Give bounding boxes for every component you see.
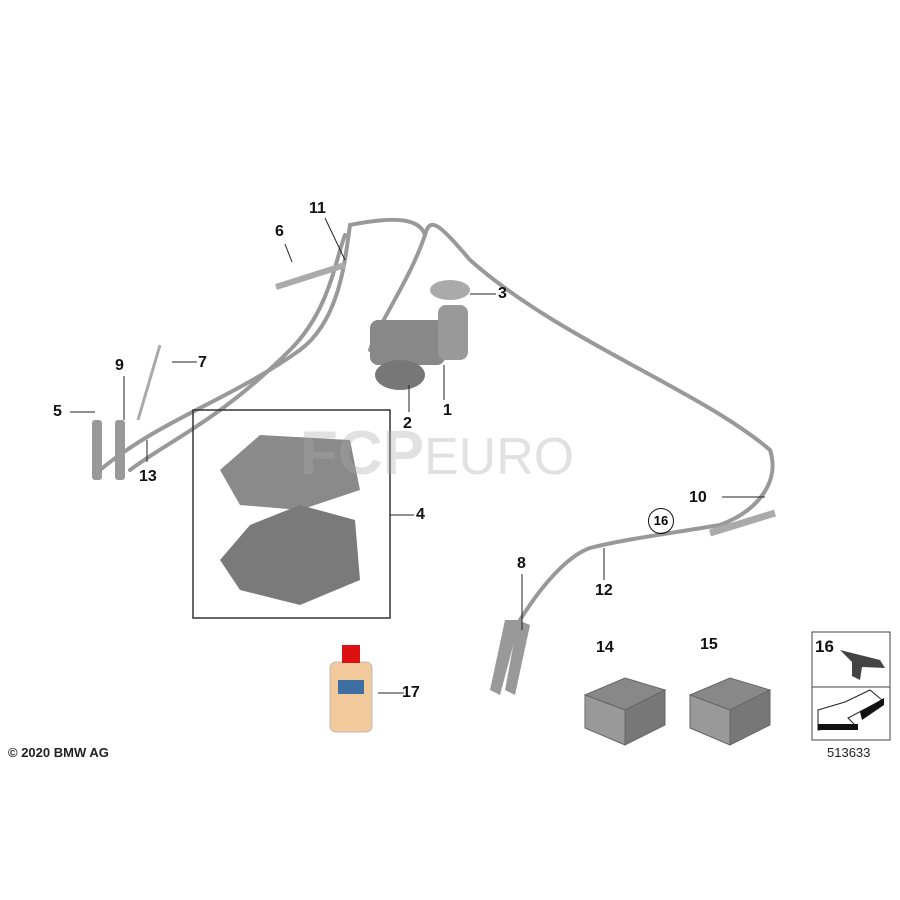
legend-label-16: 16	[815, 637, 834, 656]
part-box-14	[583, 677, 667, 746]
label-8: 8	[517, 555, 526, 572]
arrow-symbol	[817, 689, 884, 731]
circled-label-16: 16	[648, 508, 674, 534]
label-5: 5	[53, 403, 62, 420]
part-box-15	[688, 677, 772, 746]
leader-lines	[70, 217, 765, 694]
label-9: 9	[115, 357, 124, 374]
reservoir-cap	[430, 280, 470, 300]
label-11: 11	[309, 200, 326, 217]
connector-part-6	[275, 262, 346, 290]
label-15: 15	[700, 636, 718, 653]
label-6: 6	[275, 223, 284, 240]
label-10: 10	[689, 489, 707, 506]
hose-part-7	[136, 344, 162, 421]
legend-box	[811, 631, 891, 741]
label-12: 12	[595, 582, 613, 599]
label-4: 4	[416, 506, 425, 523]
label-2: 2	[403, 415, 412, 432]
label-13: 13	[139, 468, 157, 485]
label-1: 1	[443, 402, 452, 419]
copyright-text: © 2020 BMW AG	[8, 745, 109, 760]
washer-nozzles-right	[490, 620, 530, 695]
washer-fluid-bottle	[329, 645, 373, 733]
watermark-suffix: EURO	[424, 428, 575, 486]
watermark-main: FCP	[300, 419, 424, 488]
washer-pump	[370, 305, 468, 390]
label-7: 7	[198, 354, 207, 371]
reservoir-box	[192, 409, 391, 619]
label-14: 14	[596, 639, 614, 656]
clip-part-16	[840, 650, 885, 680]
washer-reservoir	[220, 435, 360, 605]
watermark-logo: FCPEURO	[300, 418, 574, 489]
diagram-number: 513633	[827, 745, 871, 760]
connector-part-10	[708, 509, 777, 537]
washer-nozzles-left	[92, 420, 125, 480]
label-3: 3	[498, 285, 507, 302]
label-17: 17	[402, 684, 420, 701]
